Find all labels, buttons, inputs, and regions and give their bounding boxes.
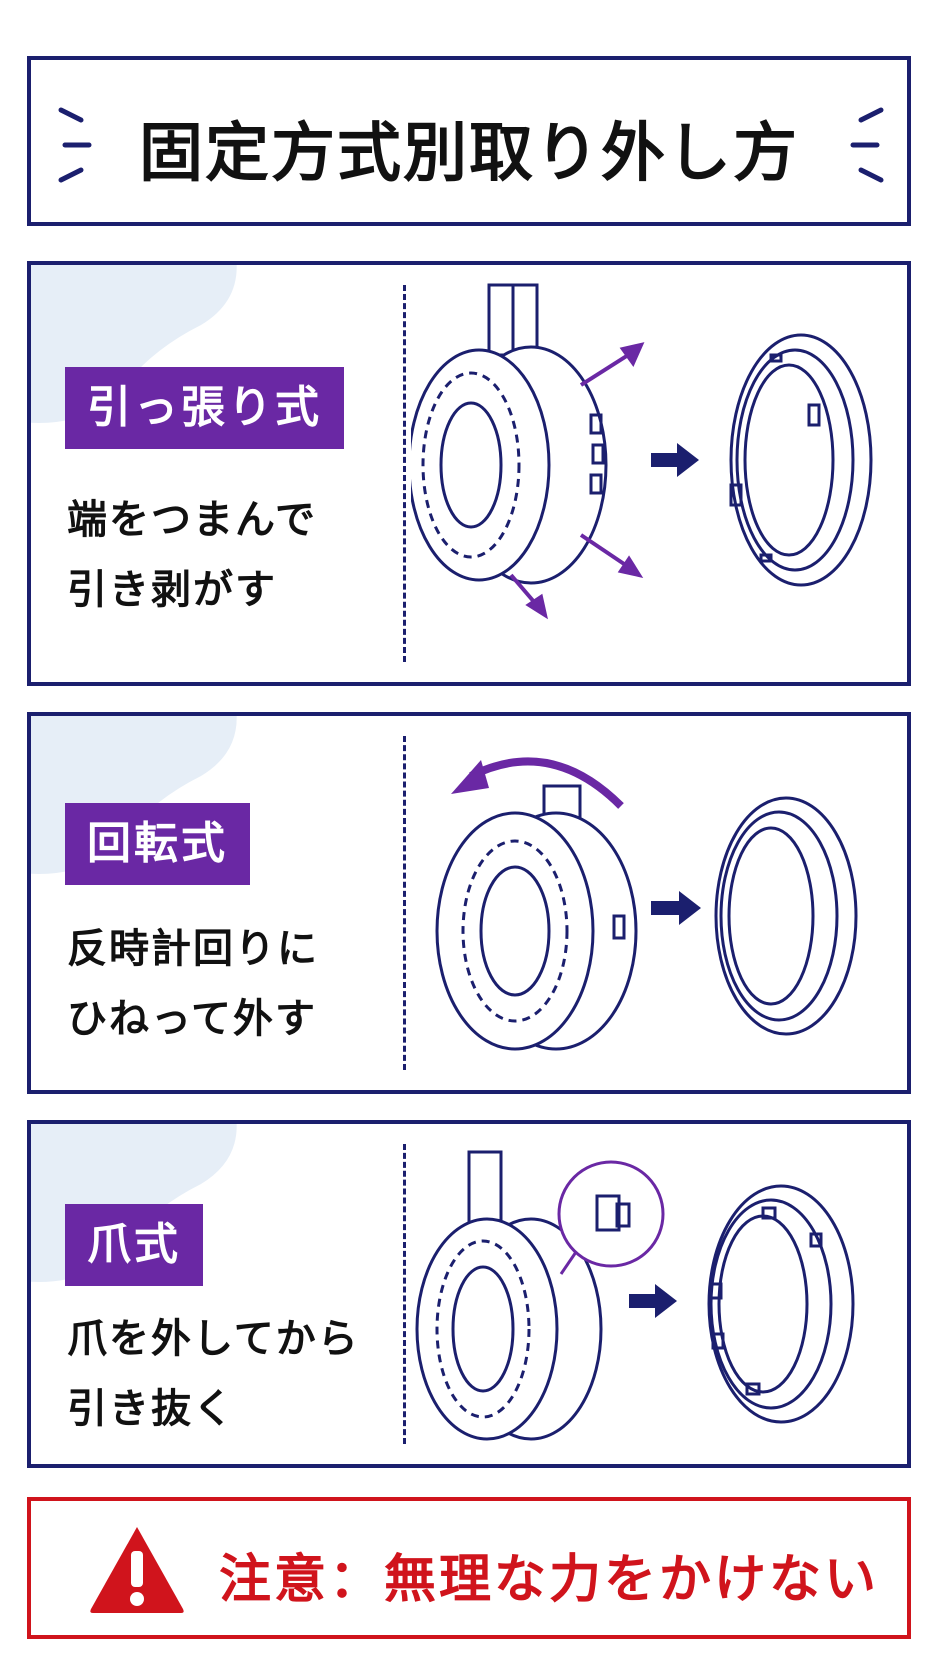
method-panel-clip: 爪式 爪を外してから 引き抜く — [27, 1120, 911, 1468]
headphone-earcup-icon — [435, 784, 638, 1051]
ear-pad-icon — [714, 796, 858, 1036]
page-title: 固定方式別取り外し方 — [139, 117, 799, 191]
clip-illustration — [415, 1150, 855, 1441]
panel-divider — [403, 736, 406, 1070]
rotate-illustration — [435, 757, 858, 1051]
headphone-earcup-icon — [415, 1150, 603, 1441]
ear-pad-icon — [707, 1184, 855, 1424]
ear-pad-icon — [729, 333, 873, 587]
method-label: 回転式 — [65, 803, 250, 885]
method-panel-rotate: 回転式 反時計回りに ひねって外す — [27, 712, 911, 1094]
method-description: 爪を外してから 引き抜く — [67, 1316, 360, 1432]
spark-icon — [850, 107, 884, 183]
method-label: 爪式 — [65, 1204, 203, 1286]
magnify-callout-icon — [557, 1160, 665, 1275]
warning-box: 注意：無理な力をかけない — [27, 1497, 911, 1639]
panel-divider — [403, 285, 406, 662]
spark-icon — [58, 107, 92, 183]
method-description: 反時計回りに ひねって外す — [67, 926, 319, 1042]
method-panel-pull: 引っ張り式 端をつまんで 引き剥がす — [27, 261, 911, 686]
arrow-right-icon — [651, 891, 701, 925]
warning-icon — [90, 1527, 184, 1613]
panel-divider — [403, 1144, 406, 1444]
arrow-right-icon — [651, 443, 699, 477]
arrow-right-icon — [629, 1284, 677, 1318]
headphone-earcup-icon — [411, 283, 608, 585]
method-description: 端をつまんで 引き剥がす — [67, 497, 317, 613]
rotate-arrow-icon — [469, 757, 624, 809]
warning-text: 注意：無理な力をかけない — [219, 1550, 880, 1610]
title-box: 固定方式別取り外し方 — [27, 56, 911, 226]
pull-illustration — [411, 283, 873, 620]
method-label: 引っ張り式 — [65, 367, 344, 449]
